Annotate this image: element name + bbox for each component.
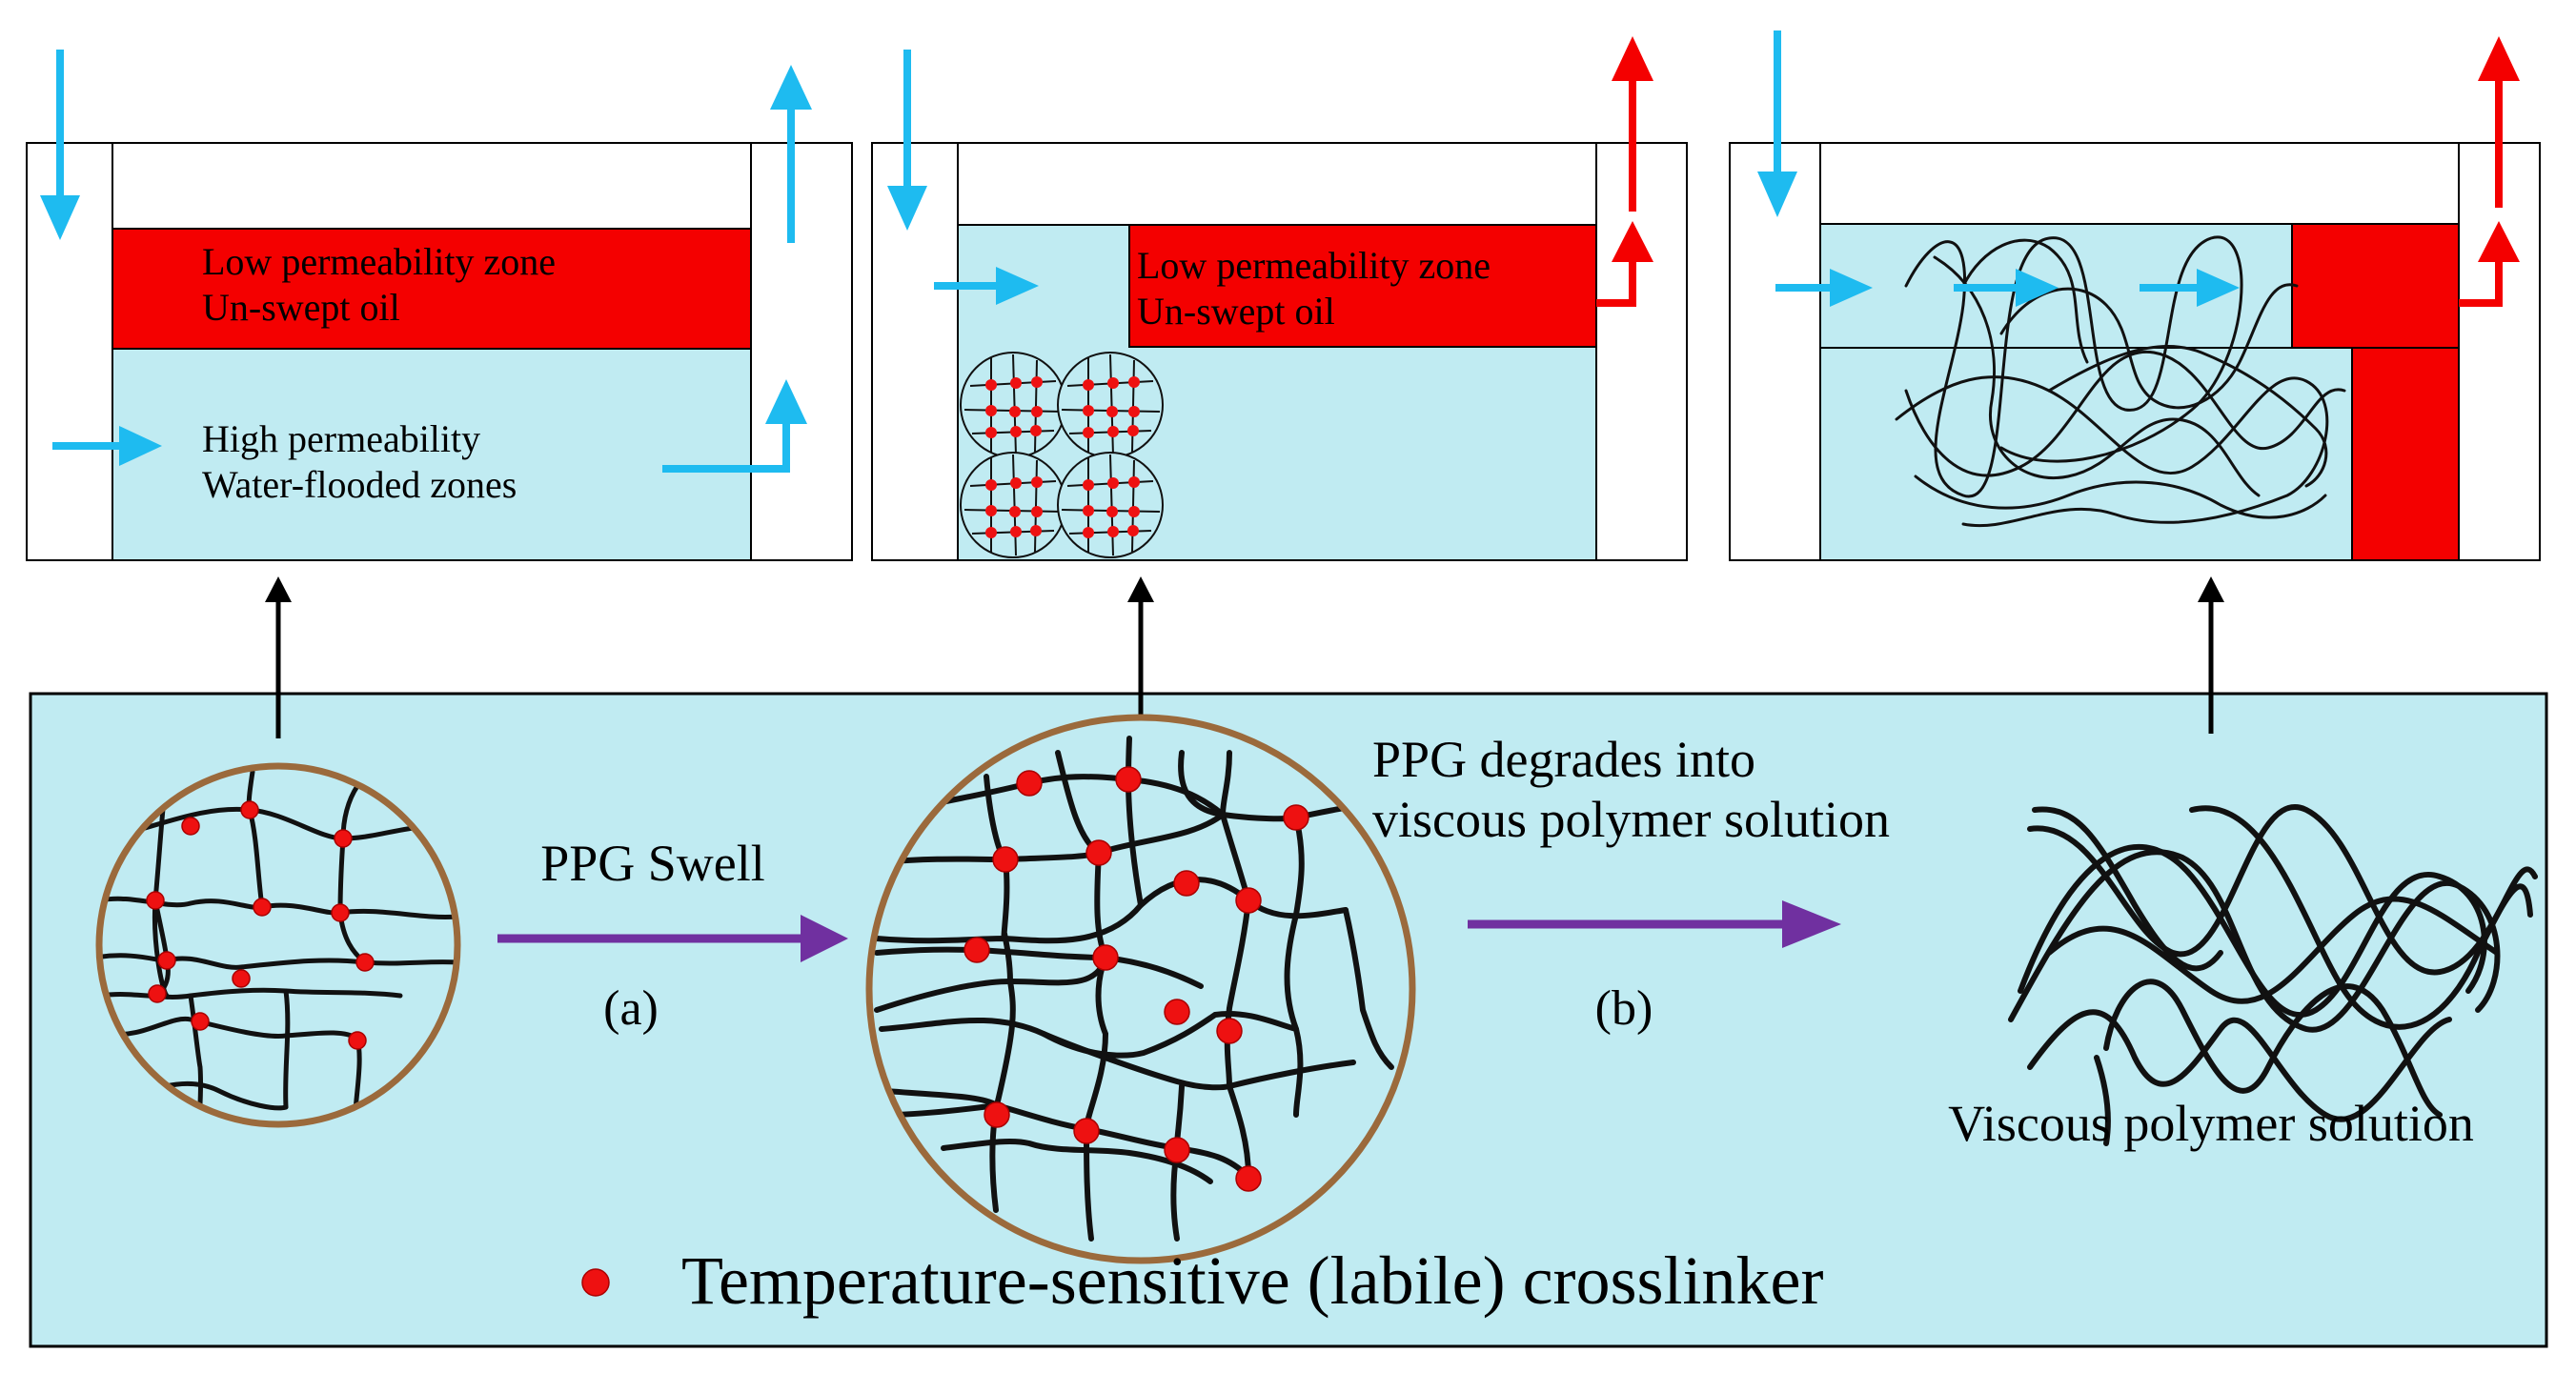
legend-text: Temperature-sensitive (labile) crosslink… xyxy=(681,1242,1824,1319)
reservoir-panel-polymer xyxy=(1729,30,2541,561)
connector-arrow-2 xyxy=(1127,576,1154,720)
panel3-remaining-oil-bottom xyxy=(2351,347,2460,561)
panel1-low-perm-zone xyxy=(112,228,752,350)
step-a-tag: (a) xyxy=(603,981,659,1036)
panel2-low-zone-line2: Un-swept oil xyxy=(1137,290,1335,333)
panel2-ppg-particle xyxy=(1057,352,1164,458)
panel3-flow-arrow-icon-3 xyxy=(2140,269,2240,307)
panel3-remaining-oil-top xyxy=(2291,223,2460,349)
swollen-ppg-outline xyxy=(865,714,1416,1264)
panel3-polymer-chains xyxy=(1895,235,2346,528)
reservoir-panel-initial: Low permeability zone Un-swept oil High … xyxy=(26,50,853,561)
panel3-outflow-arrow-icon xyxy=(2459,221,2520,307)
swollen-ppg-crosslinkers xyxy=(963,766,1309,1192)
panel3-injection-arrow-icon xyxy=(1757,30,1797,217)
panel2-low-perm-zone xyxy=(1128,224,1597,348)
panel1-high-perm-zone xyxy=(112,348,752,561)
panel1-outflow-arrow-icon xyxy=(662,379,807,473)
step-b-tag: (b) xyxy=(1595,981,1653,1036)
process-panel: PPG Swell (a) xyxy=(29,576,2548,1348)
red-dot-icon xyxy=(581,1268,610,1297)
connector-arrow-3 xyxy=(2198,576,2224,734)
swell-arrow xyxy=(497,915,848,962)
step-b-label-line2: viscous polymer solution xyxy=(1372,791,1890,848)
dry-ppg-particle xyxy=(95,762,461,1128)
dry-ppg-outline xyxy=(95,762,461,1128)
panel2-ppg-particle xyxy=(960,452,1066,558)
panel2-low-zone-line1: Low permeability zone xyxy=(1137,244,1491,287)
panel1-flow-arrow-icon xyxy=(52,426,162,466)
panel3-flow-arrow-icon-2 xyxy=(1954,269,2059,307)
panel2-outflow-arrow-icon xyxy=(1596,221,1653,307)
panel2-production-arrow-icon xyxy=(1612,36,1653,212)
panel1-high-zone-line2: Water-flooded zones xyxy=(202,463,517,506)
panel3-production-arrow-icon xyxy=(2478,36,2520,208)
panel1-high-zone-line1: High permeability xyxy=(202,417,480,460)
panel1-injection-arrow-icon xyxy=(40,50,80,240)
panel1-low-zone-line1: Low permeability zone xyxy=(202,240,556,283)
connector-arrow-1 xyxy=(265,576,292,738)
dry-ppg-crosslinkers xyxy=(146,800,375,1050)
panel3-flow-arrow-icon-1 xyxy=(1775,269,1873,307)
swollen-ppg-particle xyxy=(865,714,1416,1264)
process-panel-background xyxy=(29,692,2548,1348)
step-b-label-line1: PPG degrades into xyxy=(1372,731,1755,788)
panel1-production-arrow-icon xyxy=(770,65,812,243)
panel1-low-zone-line2: Un-swept oil xyxy=(202,286,400,329)
step-a-label: PPG Swell xyxy=(540,835,765,892)
panel2-ppg-particle xyxy=(960,352,1066,458)
panel1-production-well xyxy=(750,142,853,561)
polymer-solution-label: Viscous polymer solution xyxy=(1948,1095,2474,1152)
panel2-ppg-particles xyxy=(960,352,1164,558)
panel2-ppg-particle xyxy=(1057,452,1164,558)
reservoir-panel-ppg: Low permeability zone Un-swept oil xyxy=(871,36,1688,561)
panel3-injection-well xyxy=(1729,142,1821,561)
polymer-solution-chains xyxy=(2008,804,2538,1146)
panel2-production-well xyxy=(1595,142,1688,561)
degrade-arrow xyxy=(1468,900,1841,948)
panel2-flow-arrow-icon xyxy=(934,267,1039,305)
panel2-injection-arrow-icon xyxy=(887,50,927,231)
